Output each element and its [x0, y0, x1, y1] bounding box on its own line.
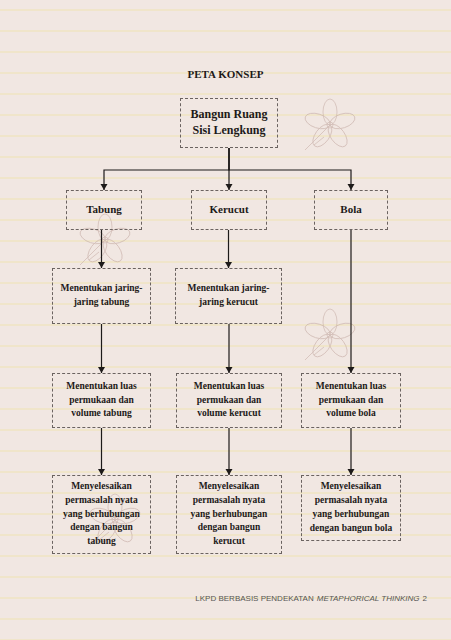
node-text: Menentukan luas permukaan dan volume ker…	[182, 380, 276, 421]
node-text: Bola	[340, 202, 361, 218]
connector	[98, 230, 105, 268]
connector	[101, 148, 230, 190]
node-text: Menentukan jaring-jaring tabung	[58, 282, 145, 310]
connector	[229, 148, 355, 190]
node-text: Menyelesaikan permasalah nyata yang berh…	[307, 480, 395, 535]
concept-box: Menentukan jaring-jaring kerucut	[175, 268, 282, 324]
page-title: PETA KONSEP	[0, 68, 451, 80]
concept-box: Bola	[314, 190, 388, 230]
flower-decoration	[303, 99, 357, 150]
concept-box: Tabung	[66, 190, 142, 230]
connector	[348, 230, 355, 373]
concept-box: Kerucut	[191, 190, 267, 230]
node-text: Bangun Ruang Sisi Lengkung	[186, 107, 272, 138]
page-footer: LKPD BERBASIS PENDEKATAN METAPHORICAL THI…	[195, 594, 427, 603]
node-text: Kerucut	[209, 202, 248, 218]
connector	[348, 428, 355, 475]
root-box: Bangun Ruang Sisi Lengkung	[180, 98, 278, 148]
footer-text: LKPD BERBASIS PENDEKATAN	[195, 594, 313, 603]
concept-box: Menentukan luas permukaan dan volume ker…	[176, 373, 282, 428]
node-text: Menentukan jaring-jaring kerucut	[181, 282, 276, 310]
connector	[226, 428, 233, 475]
node-text: Tabung	[86, 202, 122, 218]
concept-box: Menyelesaikan permasalah nyata yang berh…	[301, 475, 401, 541]
connector	[98, 428, 105, 475]
flower-decoration	[78, 214, 132, 265]
footer-text: 2	[423, 594, 427, 603]
connector	[225, 230, 232, 268]
concept-box: Menentukan jaring-jaring tabung	[52, 268, 151, 324]
node-text: Menyelesaikan permasalah nyata yang berh…	[58, 480, 145, 549]
concept-box: Menentukan luas permukaan dan volume tab…	[52, 373, 151, 428]
connector	[226, 324, 233, 373]
connector	[98, 324, 105, 373]
concept-box: Menyelesaikan permasalah nyata yang berh…	[52, 475, 151, 554]
footer-text: METAPHORICAL THINKING	[317, 594, 420, 603]
concept-box: Menentukan luas permukaan dan volume bol…	[301, 373, 401, 428]
node-text: Menentukan luas permukaan dan volume bol…	[307, 380, 395, 421]
flower-decoration	[303, 309, 357, 360]
node-text: Menyelesaikan permasalah nyata yang berh…	[182, 480, 276, 549]
node-text: Menentukan luas permukaan dan volume tab…	[58, 380, 145, 421]
concept-box: Menyelesaikan permasalah nyata yang berh…	[176, 475, 282, 554]
